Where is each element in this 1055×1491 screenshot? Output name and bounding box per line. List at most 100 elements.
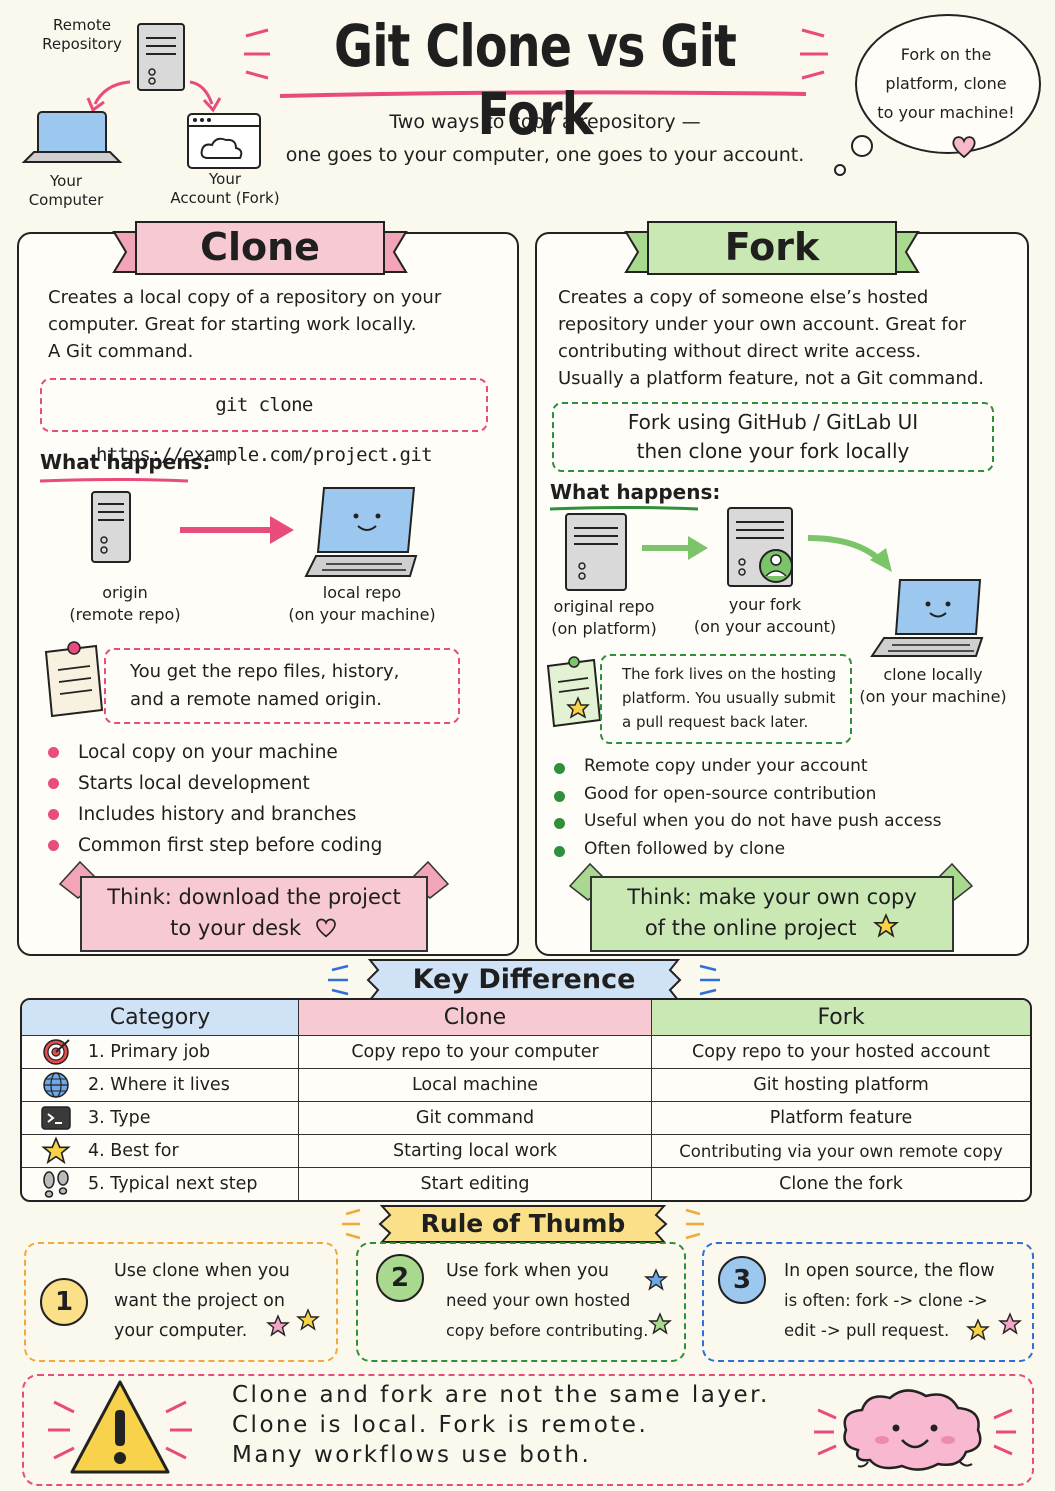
fork-cell: Git hosting platform — [753, 1075, 929, 1095]
clone-cell: Git command — [299, 1102, 652, 1134]
list-item: Includes history and branches — [44, 799, 484, 830]
rule-of-thumb-title: Rule of Thumb — [420, 1209, 626, 1238]
origin-server-icon — [91, 491, 131, 563]
stars-icon — [644, 1268, 672, 1335]
title-decoration — [244, 28, 828, 98]
clone-locally-label-2: (on your machine) — [859, 687, 1007, 706]
fork-think-note: Think: make your own copy of the online … — [590, 876, 954, 952]
clone-desc-line-1: Creates a local copy of a repository on … — [48, 287, 442, 308]
table-row: 2. Where it lives Local machine Git host… — [22, 1068, 1030, 1101]
clone-command: git clone https://example.com/project.gi… — [95, 394, 433, 466]
laptop-smile-icon — [870, 579, 984, 657]
list-item: Remote copy under your account — [550, 753, 1010, 781]
browser-cloud-icon — [187, 113, 261, 169]
stars-icon — [966, 1312, 1022, 1341]
bubble-tail — [834, 135, 873, 176]
fork-think-line-1: Think: make your own copy — [627, 885, 917, 909]
fork-note-line-1: The fork lives on the hosting — [622, 665, 837, 683]
clone-cell: Copy repo to your computer — [299, 1036, 652, 1068]
clone-command-box[interactable]: git clone https://example.com/project.gi… — [40, 378, 488, 466]
fork-ribbon-shape — [624, 221, 920, 275]
fork-what-happens: What happens: — [550, 480, 721, 504]
page-subtitle: Two ways to copy a repository — one goes… — [280, 106, 810, 172]
fork-note-box: The fork lives on the hosting platform. … — [600, 654, 852, 744]
rule-number-1: 1 — [40, 1278, 88, 1326]
heart-icon — [315, 918, 336, 938]
clone-note-box: You get the repo files, history, and a r… — [104, 648, 460, 724]
footprints-icon — [38, 1170, 74, 1198]
header-illustration — [21, 23, 261, 169]
final-note-line-3: Many workflows use both. — [232, 1442, 592, 1468]
clone-ribbon-shape — [112, 221, 408, 275]
globe-icon — [38, 1071, 74, 1099]
original-server-icon — [565, 513, 627, 591]
fork-desc-line-1: Creates a copy of someone else’s hosted — [558, 287, 929, 308]
rule-number-3: 3 — [718, 1256, 766, 1304]
fork-ui-line-1: Fork using GitHub / GitLab UI — [627, 410, 919, 434]
list-item: Starts local development — [44, 768, 484, 799]
fork-bullet-list: Remote copy under your account Good for … — [550, 753, 1010, 863]
table-row: 1. Primary job Copy repo to your compute… — [22, 1035, 1030, 1068]
fork-note-line-3: a pull request back later. — [622, 713, 809, 731]
table-row: 3. Type Git command Platform feature — [22, 1101, 1030, 1134]
fork-cell: Clone the fork — [779, 1174, 903, 1194]
star-icon — [38, 1136, 74, 1165]
fork-cell: Copy repo to your hosted account — [692, 1042, 990, 1062]
fork-ui-box: Fork using GitHub / GitLab UI then clone… — [552, 402, 994, 472]
rule-card-2: 2 Use fork when you need your own hosted… — [356, 1242, 686, 1362]
table-row: 4. Best for Starting local work Contribu… — [22, 1134, 1030, 1167]
page-title: Git Clone vs Git Fork — [333, 12, 737, 148]
your-fork-label-2: (on your account) — [693, 617, 837, 636]
clone-cell: Starting local work — [299, 1135, 652, 1167]
original-repo-label-1: original repo — [553, 597, 655, 616]
stars-icon — [266, 1308, 320, 1337]
clone-cell: Local machine — [299, 1069, 652, 1101]
original-repo-label-2: (on platform) — [551, 619, 657, 638]
clone-bullet-list: Local copy on your machine Starts local … — [44, 737, 484, 861]
origin-label-2: (remote repo) — [69, 605, 181, 624]
table-row: 5. Typical next step Start editing Clone… — [22, 1167, 1030, 1200]
clone-what-happens: What happens: — [40, 450, 211, 474]
original-repo-label: original repo (on platform) — [544, 596, 664, 640]
laptop-icon — [21, 111, 123, 163]
clone-flow-diagram — [91, 487, 418, 577]
remote-repository-label: Remote — [53, 16, 111, 34]
local-repo-label-1: local repo — [322, 583, 402, 602]
warning-icon — [48, 1380, 192, 1474]
bubble-line-2: platform, clone — [885, 74, 1007, 93]
fork-think-line-2: of the online project — [592, 913, 952, 944]
server-icon — [137, 23, 185, 91]
list-item: Often followed by clone — [550, 836, 1010, 864]
heart-icon — [952, 136, 976, 159]
final-note-box — [22, 1374, 1034, 1486]
subtitle-line-1: Two ways to copy a repository — — [389, 111, 701, 133]
list-item: Local copy on your machine — [44, 737, 484, 768]
clone-think-line-1: Think: download the project — [107, 885, 401, 909]
bubble-line-3: to your machine! — [877, 103, 1015, 122]
rule-1-line-3: your computer. — [114, 1321, 248, 1341]
terminal-icon — [38, 1104, 74, 1132]
fork-desc-line-3: contributing without direct write access… — [558, 341, 922, 362]
happy-cloud-icon — [814, 1389, 1016, 1471]
rule-card-3: 3 In open source, the flow is often: for… — [702, 1242, 1034, 1362]
header-fork: Fork — [652, 1000, 1030, 1035]
remote-repository-label-2: Repository — [42, 35, 122, 53]
target-icon — [38, 1038, 74, 1066]
rule-3-line-2: is often: fork -> clone -> — [784, 1291, 988, 1310]
your-account-label-2: Account (Fork) — [170, 189, 280, 207]
rule-2-line-3: copy before contributing. — [446, 1321, 649, 1340]
fork-flow-diagram — [565, 507, 984, 657]
final-note-line-1: Clone and fork are not the same layer. — [232, 1382, 770, 1408]
your-account-label: Your — [208, 170, 242, 188]
key-difference-title: Key Difference — [412, 964, 636, 995]
bubble-line-1: Fork on the — [900, 45, 992, 64]
clone-locally-label: clone locally (on your machine) — [858, 664, 1008, 708]
header-category: Category — [22, 1000, 299, 1035]
fork-what-happens-underline — [549, 506, 699, 511]
list-item: Common first step before coding — [44, 830, 484, 861]
clone-note-line-1: You get the repo files, history, — [130, 661, 400, 682]
category-cell: 5. Typical next step — [88, 1174, 258, 1194]
final-note-text: Clone and fork are not the same layer. C… — [232, 1380, 770, 1470]
list-item: Good for open-source contribution — [550, 781, 1010, 809]
rule-card-1: 1 Use clone when you want the project on… — [24, 1242, 338, 1362]
